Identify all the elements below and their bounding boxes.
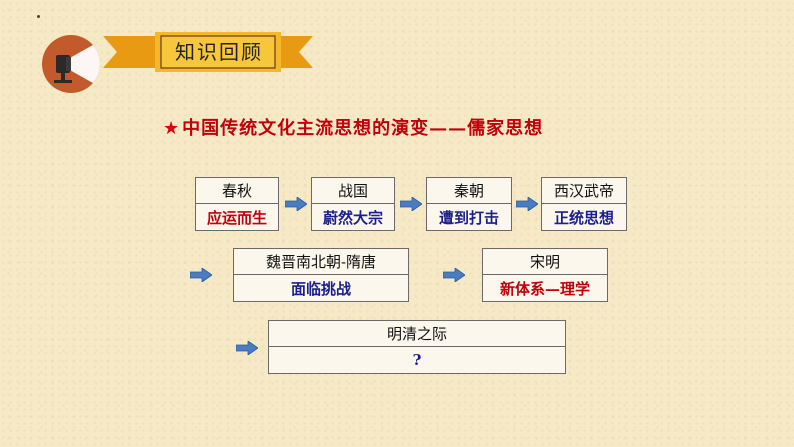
period-box-chunqiu: 春秋 应运而生	[195, 177, 279, 231]
period-box-xihan: 西汉武帝 正统思想	[541, 177, 627, 231]
period-box-weijin-suitang: 魏晋南北朝-隋唐 面临挑战	[233, 248, 409, 302]
period-name: 西汉武帝	[542, 178, 626, 204]
period-box-qin: 秦朝 遭到打击	[426, 177, 512, 231]
period-description: 正统思想	[553, 208, 614, 227]
period-box-mingqing: 明清之际 ?	[268, 320, 566, 374]
arrow-right-icon	[400, 197, 422, 211]
star-icon: ★	[163, 118, 181, 139]
decorative-dot	[37, 15, 40, 18]
period-description: ?	[412, 351, 422, 369]
period-description: 蔚然大宗	[322, 208, 383, 227]
arrow-right-icon	[285, 197, 307, 211]
page-title: ★中国传统文化主流思想的演变——儒家思想	[163, 117, 643, 141]
period-name: 魏晋南北朝-隋唐	[234, 249, 408, 275]
page-title-text: 中国传统文化主流思想的演变——儒家思想	[182, 118, 544, 139]
period-description: 面临挑战	[290, 279, 351, 298]
period-name: 宋明	[483, 249, 607, 275]
arrow-right-icon	[443, 268, 465, 282]
section-ribbon: 知识回顾	[103, 30, 313, 74]
period-name: 秦朝	[427, 178, 511, 204]
period-name: 明清之际	[269, 321, 565, 347]
spotlight-icon	[42, 35, 100, 93]
period-box-zhanguo: 战国 蔚然大宗	[311, 177, 395, 231]
period-name: 战国	[312, 178, 394, 204]
section-title: 知识回顾	[175, 40, 263, 64]
period-description: 遭到打击	[438, 208, 499, 227]
period-box-songming: 宋明 新体系—理学	[482, 248, 608, 302]
period-name: 春秋	[196, 178, 278, 204]
arrow-right-icon	[190, 268, 212, 282]
arrow-right-icon	[236, 341, 258, 355]
period-description: 应运而生	[206, 208, 267, 227]
arrow-right-icon	[516, 197, 538, 211]
period-description: 新体系—理学	[499, 279, 590, 298]
